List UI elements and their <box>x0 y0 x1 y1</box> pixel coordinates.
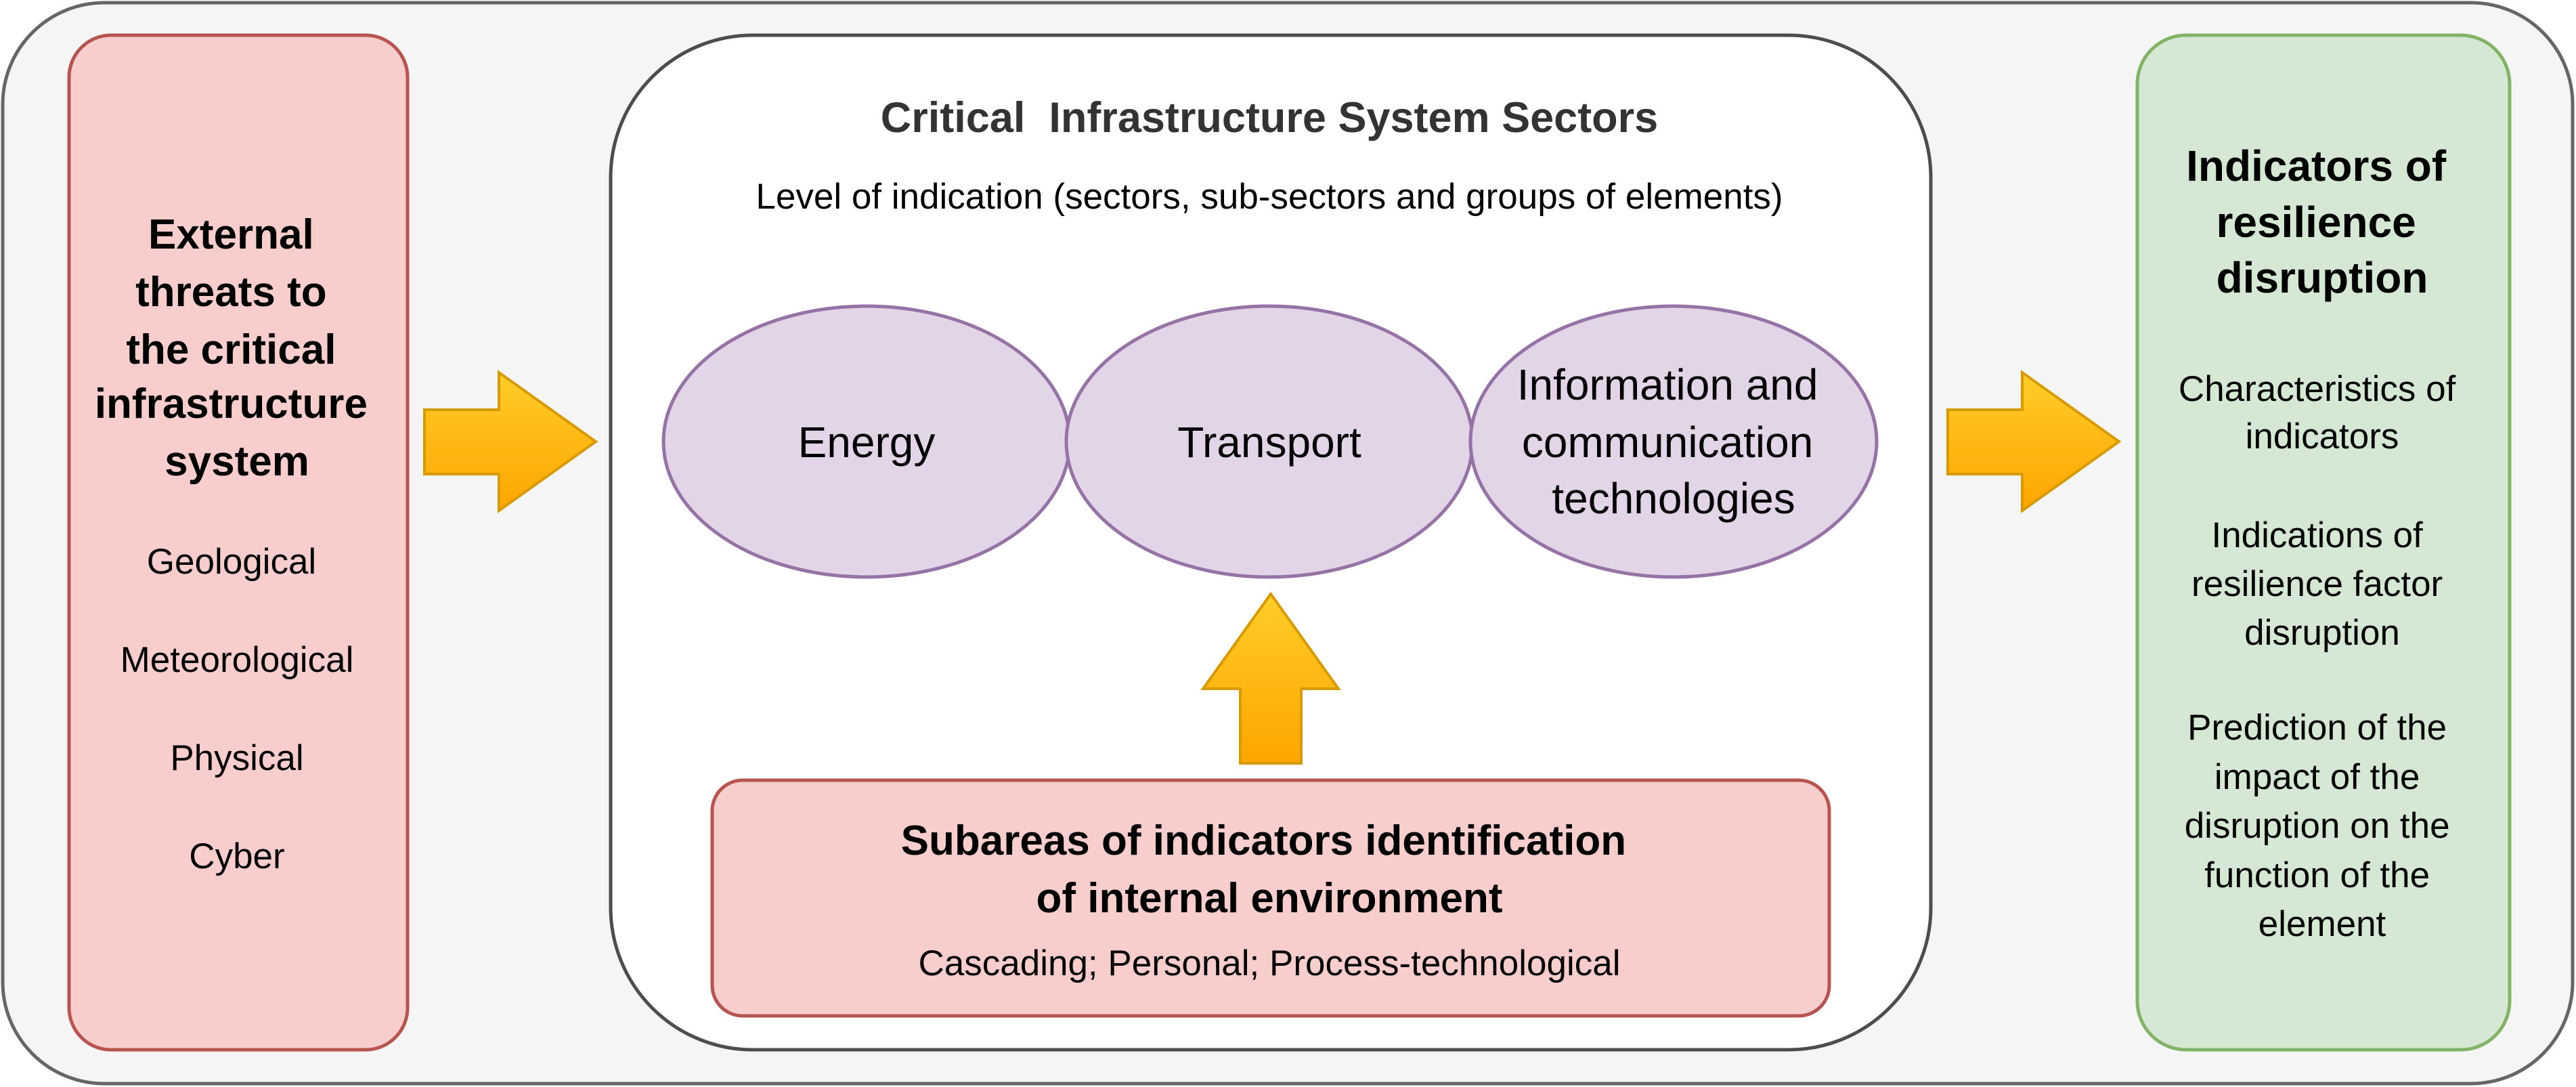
sector-transport-label: Transport <box>1177 418 1361 467</box>
indicator-group-prediction: Prediction of the impact of the disrupti… <box>2185 708 2460 944</box>
up-arrow-center <box>1200 591 1341 765</box>
indicator-group-indications: Indications of resilience factor disrupt… <box>2191 515 2453 653</box>
external-threats-panel: External threats to the critical infrast… <box>67 33 410 1052</box>
subareas-title: Subareas of indicators identification of… <box>901 817 1638 922</box>
right-arrow-right <box>1946 370 2122 513</box>
sector-ict-label: Information and communication technologi… <box>1517 360 1831 523</box>
threat-item-geological: Geological <box>147 542 316 582</box>
right-arrow-left <box>423 370 598 513</box>
subareas-items: Cascading; Personal; Process-technologic… <box>919 943 1621 983</box>
threat-item-physical: Physical <box>170 738 303 778</box>
resilience-indicators-box <box>2135 33 2512 1052</box>
threat-item-cyber: Cyber <box>189 836 284 876</box>
resilience-indicators-panel: Indicators of resilience disruption Char… <box>2135 33 2512 1052</box>
threat-item-meteorological: Meteorological <box>121 640 354 680</box>
sectors-title: Critical Infrastructure System Sectors <box>881 94 1658 142</box>
sector-ict-ellipse <box>1468 304 1879 579</box>
sectors-subtitle: Level of indication (sectors, sub-sector… <box>756 177 1783 217</box>
resilience-indicators-title: Indicators of resilience disruption <box>2186 142 2458 302</box>
external-threats-box <box>67 33 410 1052</box>
sector-energy-label: Energy <box>798 418 936 467</box>
indicator-group-characteristics: Characteristics of indicators <box>2179 369 2466 456</box>
sectors-panel: Critical Infrastructure System Sectors L… <box>609 33 1933 1052</box>
external-threats-title: External threats to the critical infrast… <box>95 211 379 485</box>
subareas-box <box>710 778 1831 1018</box>
